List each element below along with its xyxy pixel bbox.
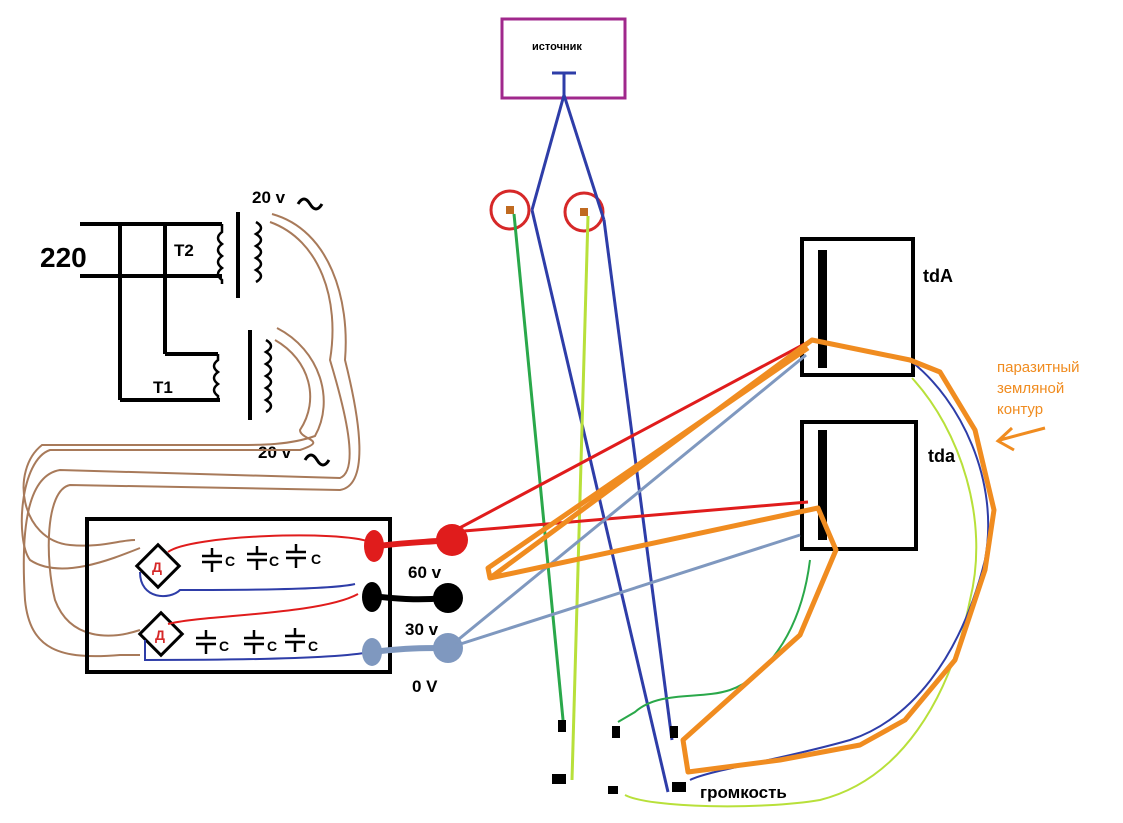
arrow-icon — [995, 426, 1046, 452]
input-jack-left — [489, 189, 531, 231]
cap-label-4: C — [219, 638, 229, 654]
source-connector — [552, 71, 576, 95]
t1-winding-voltage: 20 v — [258, 443, 292, 462]
rail-black — [362, 582, 463, 613]
t1-tilde-icon — [303, 453, 331, 467]
pot-pin-2 — [612, 726, 620, 738]
mains-voltage-label: 220 — [40, 242, 87, 273]
psu-trace-blue-2 — [144, 640, 371, 662]
diode-bridge-top: Д — [134, 542, 182, 590]
t1-label: T1 — [153, 378, 173, 397]
cap-label-1: C — [225, 553, 235, 569]
amp-label-a: tdA — [923, 266, 953, 286]
ground-loop-label-2: земляной — [997, 380, 1064, 397]
secondary-wires — [20, 213, 361, 658]
rail-0-label: 0 V — [412, 677, 438, 696]
t2-winding-voltage: 20 v — [252, 188, 286, 207]
t2-coil — [216, 220, 263, 284]
pot-pin-1 — [558, 720, 566, 732]
cap-label-5: C — [267, 638, 277, 654]
rail-plus — [364, 524, 468, 562]
psu-trace-blue-1 — [139, 571, 356, 597]
pot-pin-4 — [552, 774, 566, 784]
diode-bridge-bottom-label: Д — [155, 627, 165, 643]
amp-label-b: tda — [928, 446, 956, 466]
rail-30-label: 30 v — [405, 620, 439, 639]
t2-tilde-icon — [296, 197, 324, 211]
t2-label: T2 — [174, 241, 194, 260]
source-to-right-jack — [562, 94, 606, 221]
mains-section — [80, 212, 252, 420]
rail-60-label: 60 v — [408, 563, 442, 582]
cap-label-6: C — [308, 638, 318, 654]
ground-loop-path — [485, 337, 997, 775]
power-supply-box — [85, 517, 392, 674]
pot-pin-3 — [670, 726, 678, 738]
green-wire — [512, 213, 566, 731]
source-to-left-jack — [530, 94, 566, 211]
rail-wires — [447, 338, 813, 650]
lime-wire — [570, 215, 590, 781]
t1-coil — [212, 338, 273, 414]
diode-bridge-bottom: Д — [137, 610, 185, 658]
amp-heatsink-b — [818, 430, 827, 540]
cap-label-3: C — [311, 551, 321, 567]
ground-loop-label-1: паразитный — [997, 359, 1080, 376]
ground-loop-annotation: паразитный земляной контур — [995, 359, 1080, 452]
source-label: источник — [532, 41, 582, 53]
cap-label-2: C — [269, 553, 279, 569]
pot-pin-6 — [672, 782, 686, 792]
volume-label: громкость — [700, 783, 787, 802]
ground-loop-label-3: контур — [997, 401, 1043, 418]
right-jack-to-volume — [602, 219, 674, 741]
capacitor-bank-top — [202, 544, 306, 572]
capacitor-bank-bottom — [196, 628, 305, 654]
psu-trace-red — [167, 534, 371, 553]
amp-heatsink-a — [818, 250, 827, 368]
signal-wires — [512, 94, 674, 793]
psu-trace-red-2 — [167, 593, 359, 625]
left-jack-to-volume — [530, 209, 670, 793]
volume-pot — [552, 720, 686, 794]
pot-pin-5 — [608, 786, 618, 794]
diode-bridge-top-label: Д — [152, 559, 162, 575]
